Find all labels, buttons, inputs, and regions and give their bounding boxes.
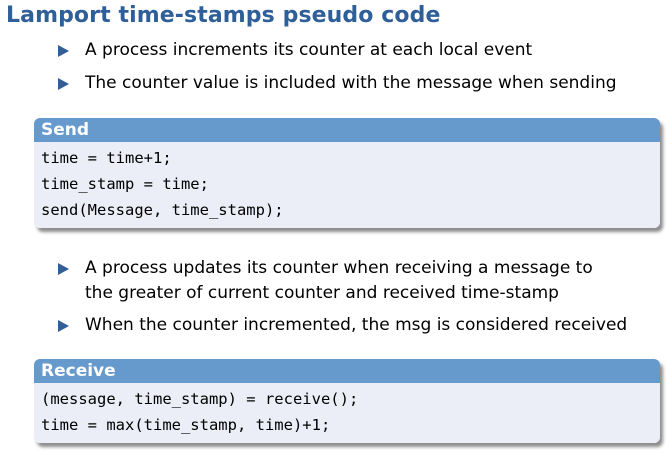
code-line: send(Message, time_stamp); (41, 201, 284, 219)
code-line: time = max(time_stamp, time)+1; (41, 416, 331, 434)
bullet-item: A process increments its counter at each… (0, 38, 669, 71)
bullet-text: The counter value is included with the m… (85, 73, 617, 93)
bullet-triangle-icon (58, 78, 69, 90)
code-line: time_stamp = time; (41, 175, 209, 193)
slide-title: Lamport time-stamps pseudo code (6, 3, 441, 28)
bullet-triangle-icon (58, 263, 69, 275)
bullet-triangle-icon (58, 45, 69, 57)
bullet-triangle-icon (58, 320, 69, 332)
bullet-text-continuation: the greater of current counter and recei… (85, 283, 559, 303)
receive-block-body: (message, time_stamp) = receive(); time … (34, 383, 660, 443)
code-line: time = time+1; (41, 149, 172, 167)
bullet-item: The counter value is included with the m… (0, 71, 669, 104)
bullet-text: A process increments its counter at each… (85, 40, 533, 60)
bullet-item: When the counter incremented, the msg is… (0, 313, 669, 343)
bullet-list-middle: A process updates its counter when recei… (0, 256, 669, 343)
bullet-item: A process updates its counter when recei… (0, 256, 669, 313)
send-block-body: time = time+1; time_stamp = time; send(M… (34, 142, 660, 228)
code-line: (message, time_stamp) = receive(); (41, 390, 359, 408)
bullet-list-top: A process increments its counter at each… (0, 38, 669, 104)
send-block: Send time = time+1; time_stamp = time; s… (34, 118, 660, 228)
bullet-text: A process updates its counter when recei… (85, 258, 593, 278)
bullet-text: When the counter incremented, the msg is… (85, 315, 628, 335)
send-block-title: Send (34, 118, 660, 142)
receive-block: Receive (message, time_stamp) = receive(… (34, 359, 660, 443)
receive-block-title: Receive (34, 359, 660, 383)
